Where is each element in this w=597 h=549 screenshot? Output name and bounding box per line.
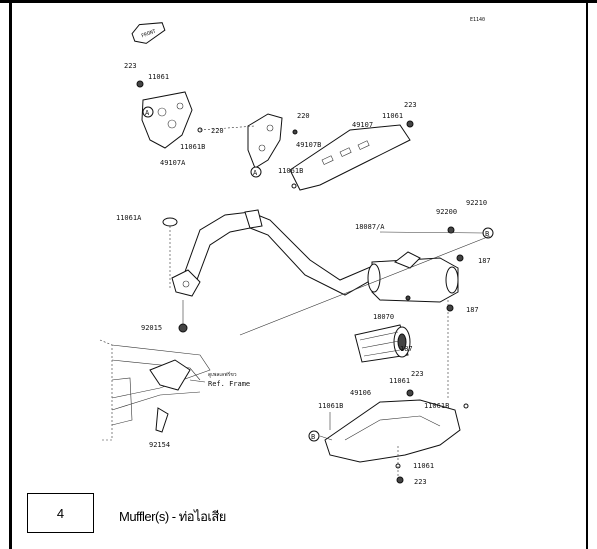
label-11061-d: 11061	[413, 462, 434, 470]
page-caption: Muffler(s) - ท่อไอเสีย	[119, 509, 226, 524]
pipe-flange	[171, 269, 201, 297]
label-49106: 49106	[350, 389, 371, 397]
label-187-a: 187	[478, 257, 491, 265]
page-right-border	[586, 0, 588, 549]
label-11061-b: 11061	[382, 112, 403, 120]
gasket-11061a	[162, 217, 178, 227]
front-tag-label: FRONT	[141, 29, 157, 40]
label-ref-frame: Ref. Frame	[208, 380, 250, 388]
label-223-c: 223	[411, 370, 424, 378]
label-220-a: 220	[211, 127, 224, 135]
label-11061b-c: 11061B	[424, 402, 449, 410]
label-49107: 49107	[352, 121, 373, 129]
label-92015: 92015	[141, 324, 162, 332]
heat-guard-49107	[289, 124, 411, 191]
page-left-border	[9, 0, 12, 549]
label-11061b-b: 11061B	[278, 167, 303, 175]
muffler-cover-49106	[324, 399, 461, 463]
label-18087a: 18087/A	[355, 223, 385, 231]
spark-arrester-18070	[354, 324, 411, 363]
label-223-a: 223	[124, 62, 137, 70]
label-11061-a: 11061	[148, 73, 169, 81]
page-top-border	[0, 0, 597, 3]
callout-b-right: B	[485, 230, 489, 238]
label-92210: 92210	[466, 199, 487, 207]
heat-guard-49107a: A	[141, 91, 193, 149]
front-direction-tag: FRONT	[131, 22, 166, 44]
frame-section	[99, 339, 211, 441]
label-11061b-a: 11061B	[180, 143, 205, 151]
label-thai-ref: ดูเพลเลฟร์ขว	[208, 371, 237, 378]
label-11061a: 11061A	[116, 214, 142, 222]
label-223-d: 223	[414, 478, 427, 486]
callout-a-mid: A	[253, 169, 258, 177]
callout-b-lower: B	[311, 433, 315, 441]
label-92154: 92154	[149, 441, 170, 449]
page-number-box: 4	[27, 493, 94, 533]
callout-a-left: A	[145, 109, 150, 117]
exhaust-pipe-18087a	[181, 209, 381, 296]
label-220-b: 220	[297, 112, 310, 120]
label-11061b-d: 11061B	[318, 402, 343, 410]
label-223-b: 223	[404, 101, 417, 109]
muffler-body	[367, 251, 459, 303]
label-11061-c: 11061	[389, 377, 410, 385]
label-49107a: 49107A	[160, 159, 186, 167]
label-92200: 92200	[436, 208, 457, 216]
bolt-223-top-left	[136, 80, 144, 88]
bolt-92154	[155, 407, 169, 433]
heat-guard-49107b: A	[247, 113, 283, 178]
page-number: 4	[56, 505, 65, 521]
label-187-b: 187	[400, 345, 413, 353]
label-187-c: 187	[466, 306, 479, 314]
nut-92015	[178, 323, 188, 333]
label-49107b: 49107B	[296, 141, 321, 149]
label-18070: 18070	[373, 313, 394, 321]
diagram-code: E1140	[470, 17, 485, 23]
